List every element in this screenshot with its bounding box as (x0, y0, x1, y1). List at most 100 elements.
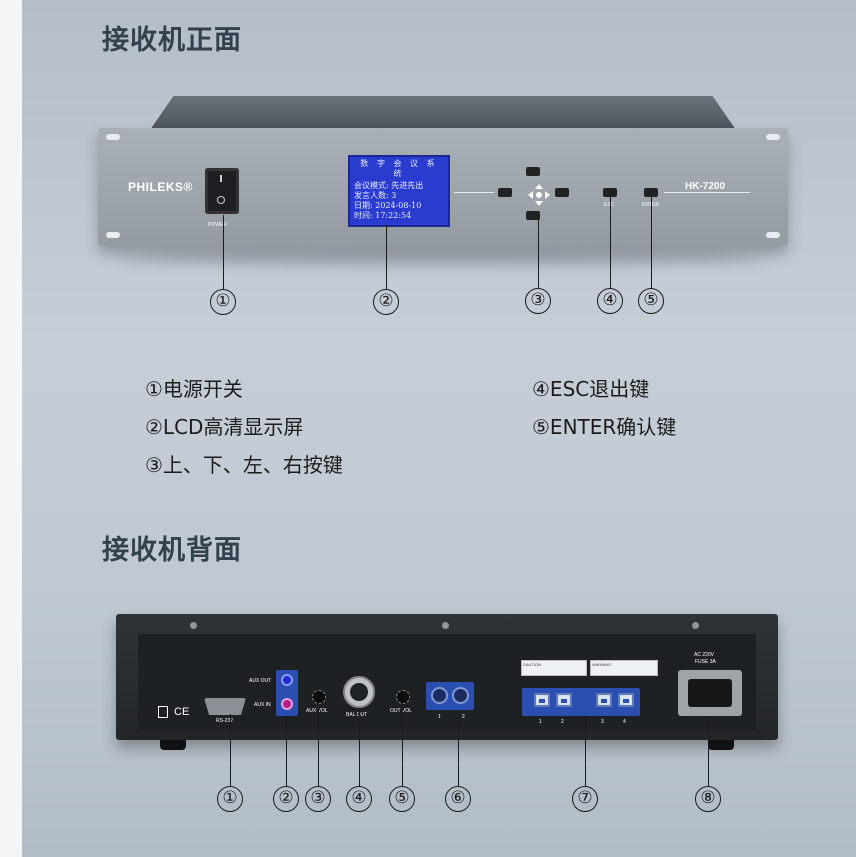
rs232-label: RS-232 (216, 718, 233, 724)
legend-item: ③上、下、左、右按键 (145, 453, 343, 477)
power-on-mark (220, 175, 222, 182)
rj45-label-4: 4 (623, 719, 626, 725)
callout-4: ④ (597, 288, 623, 314)
aux-vol-knob (312, 690, 326, 704)
caution-sticker: CAUTION (521, 660, 587, 676)
ac-voltage-label: AC 220V (694, 652, 715, 658)
bal-out-xlr-connector (343, 676, 375, 708)
warning-sticker: WARNING (590, 660, 658, 676)
arrow-left-icon (528, 191, 533, 199)
rj45-label-1: 1 (539, 719, 542, 725)
rj45-label-2: 2 (561, 719, 564, 725)
back-section-title: 接收机背面 (102, 535, 242, 566)
din-label-2: 2 (462, 714, 465, 720)
callout-line (286, 716, 288, 786)
aux-in-jack (281, 698, 293, 710)
esc-label: ESC (604, 202, 614, 208)
callout-1: ① (210, 289, 236, 315)
screw (692, 622, 699, 629)
din-port-1 (431, 687, 448, 704)
device-top-cover (150, 96, 736, 130)
rack-hole (106, 134, 120, 140)
power-off-mark (217, 196, 225, 204)
din-port-2 (452, 687, 469, 704)
back-callout-4: ④ (346, 786, 372, 812)
rj45-port-2 (556, 693, 572, 707)
arrow-down-icon (535, 201, 543, 206)
weee-icon (158, 706, 168, 718)
callout-3: ③ (525, 288, 551, 314)
rack-hole (766, 134, 780, 140)
legend-item: ⑤ENTER确认键 (532, 415, 677, 439)
lcd-display: 数 字 会 议 系 统 会议模式: 先进先出 发言人数: 3 日期: 2024-… (348, 155, 450, 227)
fuse-label: FUSE 3A (695, 659, 716, 665)
back-callout-6: ⑥ (445, 786, 471, 812)
rj45-label-3: 3 (601, 719, 604, 725)
callout-line (386, 225, 388, 289)
left-margin-strip (0, 0, 22, 857)
legend-item: ①电源开关 (145, 377, 243, 401)
rj45-port-4 (618, 693, 634, 707)
panel-line (664, 192, 750, 193)
ac-socket (688, 679, 732, 707)
callout-line (223, 215, 225, 289)
rj45-port-1 (534, 693, 550, 707)
din-label-1: 1 (438, 714, 441, 720)
xlr-pins (350, 683, 368, 701)
model-label: HK-7200 (685, 181, 726, 192)
out-vol-label: OUT VOL (390, 708, 412, 714)
front-section-title: 接收机正面 (102, 25, 242, 56)
left-key (498, 188, 512, 197)
brand-logo: PHILEKS® (128, 180, 193, 194)
aux-in-label: AUX IN (254, 702, 271, 708)
aux-out-label: AUX OUT (249, 678, 272, 684)
callout-line (458, 722, 460, 786)
power-switch (205, 168, 239, 214)
lcd-line: 发言人数: 3 (354, 191, 397, 200)
device-foot (708, 740, 734, 750)
callout-line (359, 710, 361, 786)
callout-line (318, 708, 320, 786)
callout-line (651, 196, 653, 288)
rack-hole (766, 232, 780, 238)
panel-line (454, 192, 494, 193)
direction-indicator (528, 184, 550, 206)
back-callout-5: ⑤ (389, 786, 415, 812)
lcd-line: 会议模式: 先进先出 (354, 181, 424, 190)
callout-line (708, 716, 710, 786)
esc-key (603, 188, 617, 197)
legend-item: ②LCD高清显示屏 (145, 415, 304, 439)
receiver-back-panel: CE RS-232 AUX OUT AUX IN AUX VOL BAL OUT… (116, 614, 778, 740)
back-callout-8: ⑧ (695, 786, 721, 812)
screw (442, 622, 449, 629)
arrow-right-icon (545, 191, 550, 199)
lcd-line: 日期: 2024-08-10 (354, 201, 422, 210)
callout-line (538, 218, 540, 288)
callout-line (230, 714, 232, 786)
screw (190, 622, 197, 629)
center-dot-icon (536, 192, 542, 198)
lcd-line: 时间: 17:22:54 (354, 211, 412, 220)
aux-vol-label: AUX VOL (306, 708, 328, 714)
bal-out-label: BAL OUT (346, 712, 368, 718)
arrow-up-icon (535, 184, 543, 189)
receiver-front-panel: PHILEKS® POWER 数 字 会 议 系 统 会议模式: 先进先出 发言… (98, 128, 788, 246)
callout-line (402, 708, 404, 786)
enter-label: ENTER (642, 202, 659, 208)
callout-5: ⑤ (638, 288, 664, 314)
aux-out-jack (281, 674, 293, 686)
callout-line (610, 196, 612, 288)
right-key (555, 188, 569, 197)
rack-hole (106, 232, 120, 238)
ac-power-inlet (678, 670, 742, 716)
rj45-port-3 (596, 693, 612, 707)
device-shadow (118, 250, 768, 266)
device-foot (160, 740, 186, 750)
legend-item: ④ESC退出键 (532, 377, 650, 401)
rs232-port (204, 698, 246, 715)
callout-line (585, 716, 587, 786)
power-label: POWER (208, 222, 227, 228)
back-callout-3: ③ (305, 786, 331, 812)
up-key (526, 167, 540, 176)
back-callout-2: ② (273, 786, 299, 812)
